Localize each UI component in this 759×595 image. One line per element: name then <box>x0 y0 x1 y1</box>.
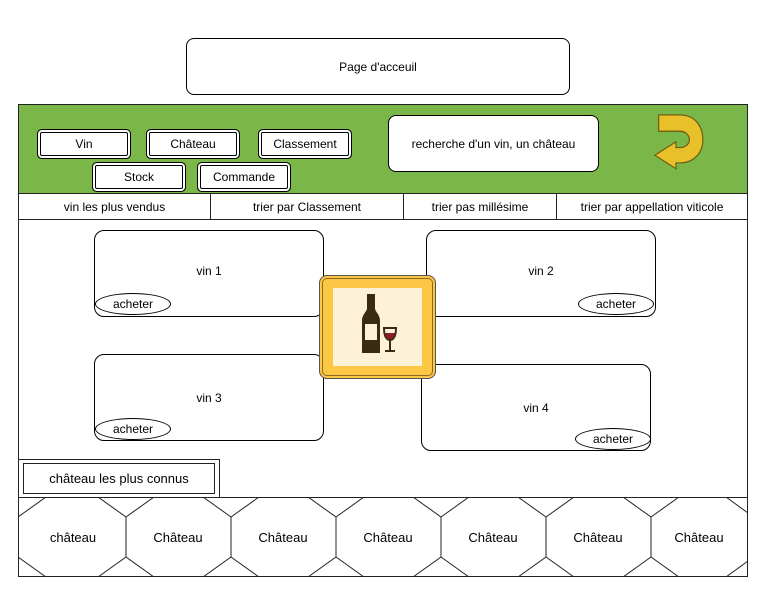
buy-button[interactable]: acheter <box>95 418 171 440</box>
nav-button-vin[interactable]: Vin <box>40 132 128 156</box>
chateau-item[interactable]: Château <box>131 497 225 577</box>
tab-label: trier par Classement <box>252 199 362 214</box>
chateau-item[interactable]: Château <box>446 497 540 577</box>
wine-card[interactable]: vin 1 acheter <box>94 230 324 317</box>
chateaux-section-title: château les plus connus <box>18 459 220 498</box>
search-input[interactable]: recherche d'un vin, un château <box>388 115 599 172</box>
chateau-label: Château <box>468 529 518 545</box>
chateau-item[interactable]: Château <box>341 497 435 577</box>
wine-name: vin 2 <box>528 264 554 278</box>
search-placeholder: recherche d'un vin, un château <box>411 136 576 151</box>
back-arrow-icon[interactable] <box>650 114 708 172</box>
nav-button-chateau[interactable]: Château <box>149 132 237 156</box>
buy-button[interactable]: acheter <box>95 293 171 315</box>
buy-label: acheter <box>592 432 634 446</box>
wine-name: vin 3 <box>196 391 222 405</box>
tab-sort-appellation[interactable]: trier par appellation viticole <box>557 194 747 219</box>
chateau-label: Château <box>674 529 724 545</box>
sort-tabs: vin les plus vendus trier par Classement… <box>18 193 748 220</box>
wine-name: vin 1 <box>196 264 222 278</box>
page-title-text: Page d'acceuil <box>339 59 417 74</box>
tab-sort-millesime[interactable]: trier pas millésime <box>404 194 557 219</box>
buy-label: acheter <box>112 297 154 311</box>
tab-sort-classement[interactable]: trier par Classement <box>211 194 404 219</box>
chateau-label: Château <box>573 529 623 545</box>
tab-best-sellers[interactable]: vin les plus vendus <box>19 194 211 219</box>
wine-bottle-glass-icon <box>333 288 422 366</box>
wine-name: vin 4 <box>523 401 549 415</box>
chateau-label: château <box>49 529 97 545</box>
chateau-item[interactable]: Château <box>652 497 746 577</box>
chateau-item[interactable]: Château <box>236 497 330 577</box>
chateau-item[interactable]: château <box>26 497 120 577</box>
buy-label: acheter <box>112 422 154 436</box>
nav-button-classement[interactable]: Classement <box>261 132 349 156</box>
wine-card[interactable]: vin 4 acheter <box>421 364 651 451</box>
page-title: Page d'acceuil <box>186 38 570 95</box>
buy-label: acheter <box>595 297 637 311</box>
nav-button-chateau-label: Château <box>170 137 216 151</box>
chateau-label: Château <box>153 529 203 545</box>
nav-button-stock[interactable]: Stock <box>95 165 183 189</box>
nav-button-stock-label: Stock <box>123 170 154 184</box>
chateau-label: Château <box>258 529 308 545</box>
nav-button-classement-label: Classement <box>273 137 337 151</box>
nav-button-commande[interactable]: Commande <box>200 165 288 189</box>
octagon-grid <box>18 497 748 577</box>
buy-button[interactable]: acheter <box>578 293 654 315</box>
nav-button-vin-label: Vin <box>75 137 93 151</box>
wine-card[interactable]: vin 2 acheter <box>426 230 656 317</box>
tab-label: trier pas millésime <box>431 199 529 214</box>
chateaux-section-title-text: château les plus connus <box>49 471 189 486</box>
buy-button[interactable]: acheter <box>575 428 651 450</box>
wine-card[interactable]: vin 3 acheter <box>94 354 324 441</box>
tab-label: vin les plus vendus <box>63 199 166 214</box>
tab-label: trier par appellation viticole <box>580 199 724 214</box>
nav-button-commande-label: Commande <box>212 170 276 184</box>
chateau-label: Château <box>363 529 413 545</box>
chateaux-grid: château Château Château Château Château … <box>18 497 748 577</box>
chateau-item[interactable]: Château <box>551 497 645 577</box>
